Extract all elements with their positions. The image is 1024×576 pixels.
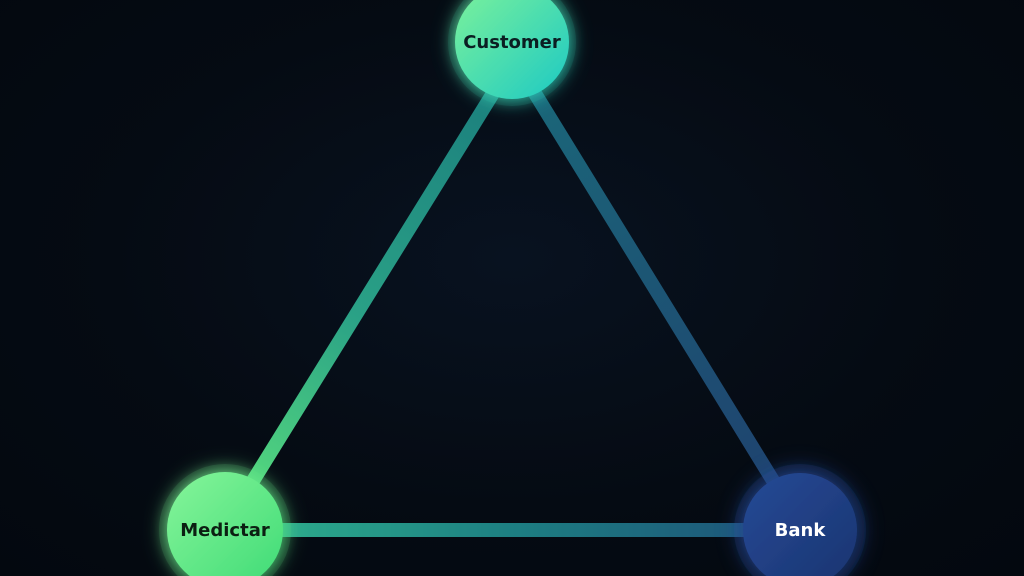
node-bank-label: Bank: [775, 520, 827, 541]
node-mediator-circle: [167, 472, 283, 576]
node-bank[interactable]: Bank: [734, 464, 866, 576]
edge-customer-bank: [521, 75, 795, 512]
node-customer[interactable]: Customer: [448, 0, 576, 106]
node-mediator[interactable]: Medictar: [159, 464, 291, 576]
node-bank-circle: [743, 473, 857, 576]
edge-customer-mediator: [231, 75, 507, 512]
node-customer-label: Customer: [463, 32, 561, 53]
node-mediator-label: Medictar: [180, 520, 270, 541]
node-customer-circle: [455, 0, 569, 99]
